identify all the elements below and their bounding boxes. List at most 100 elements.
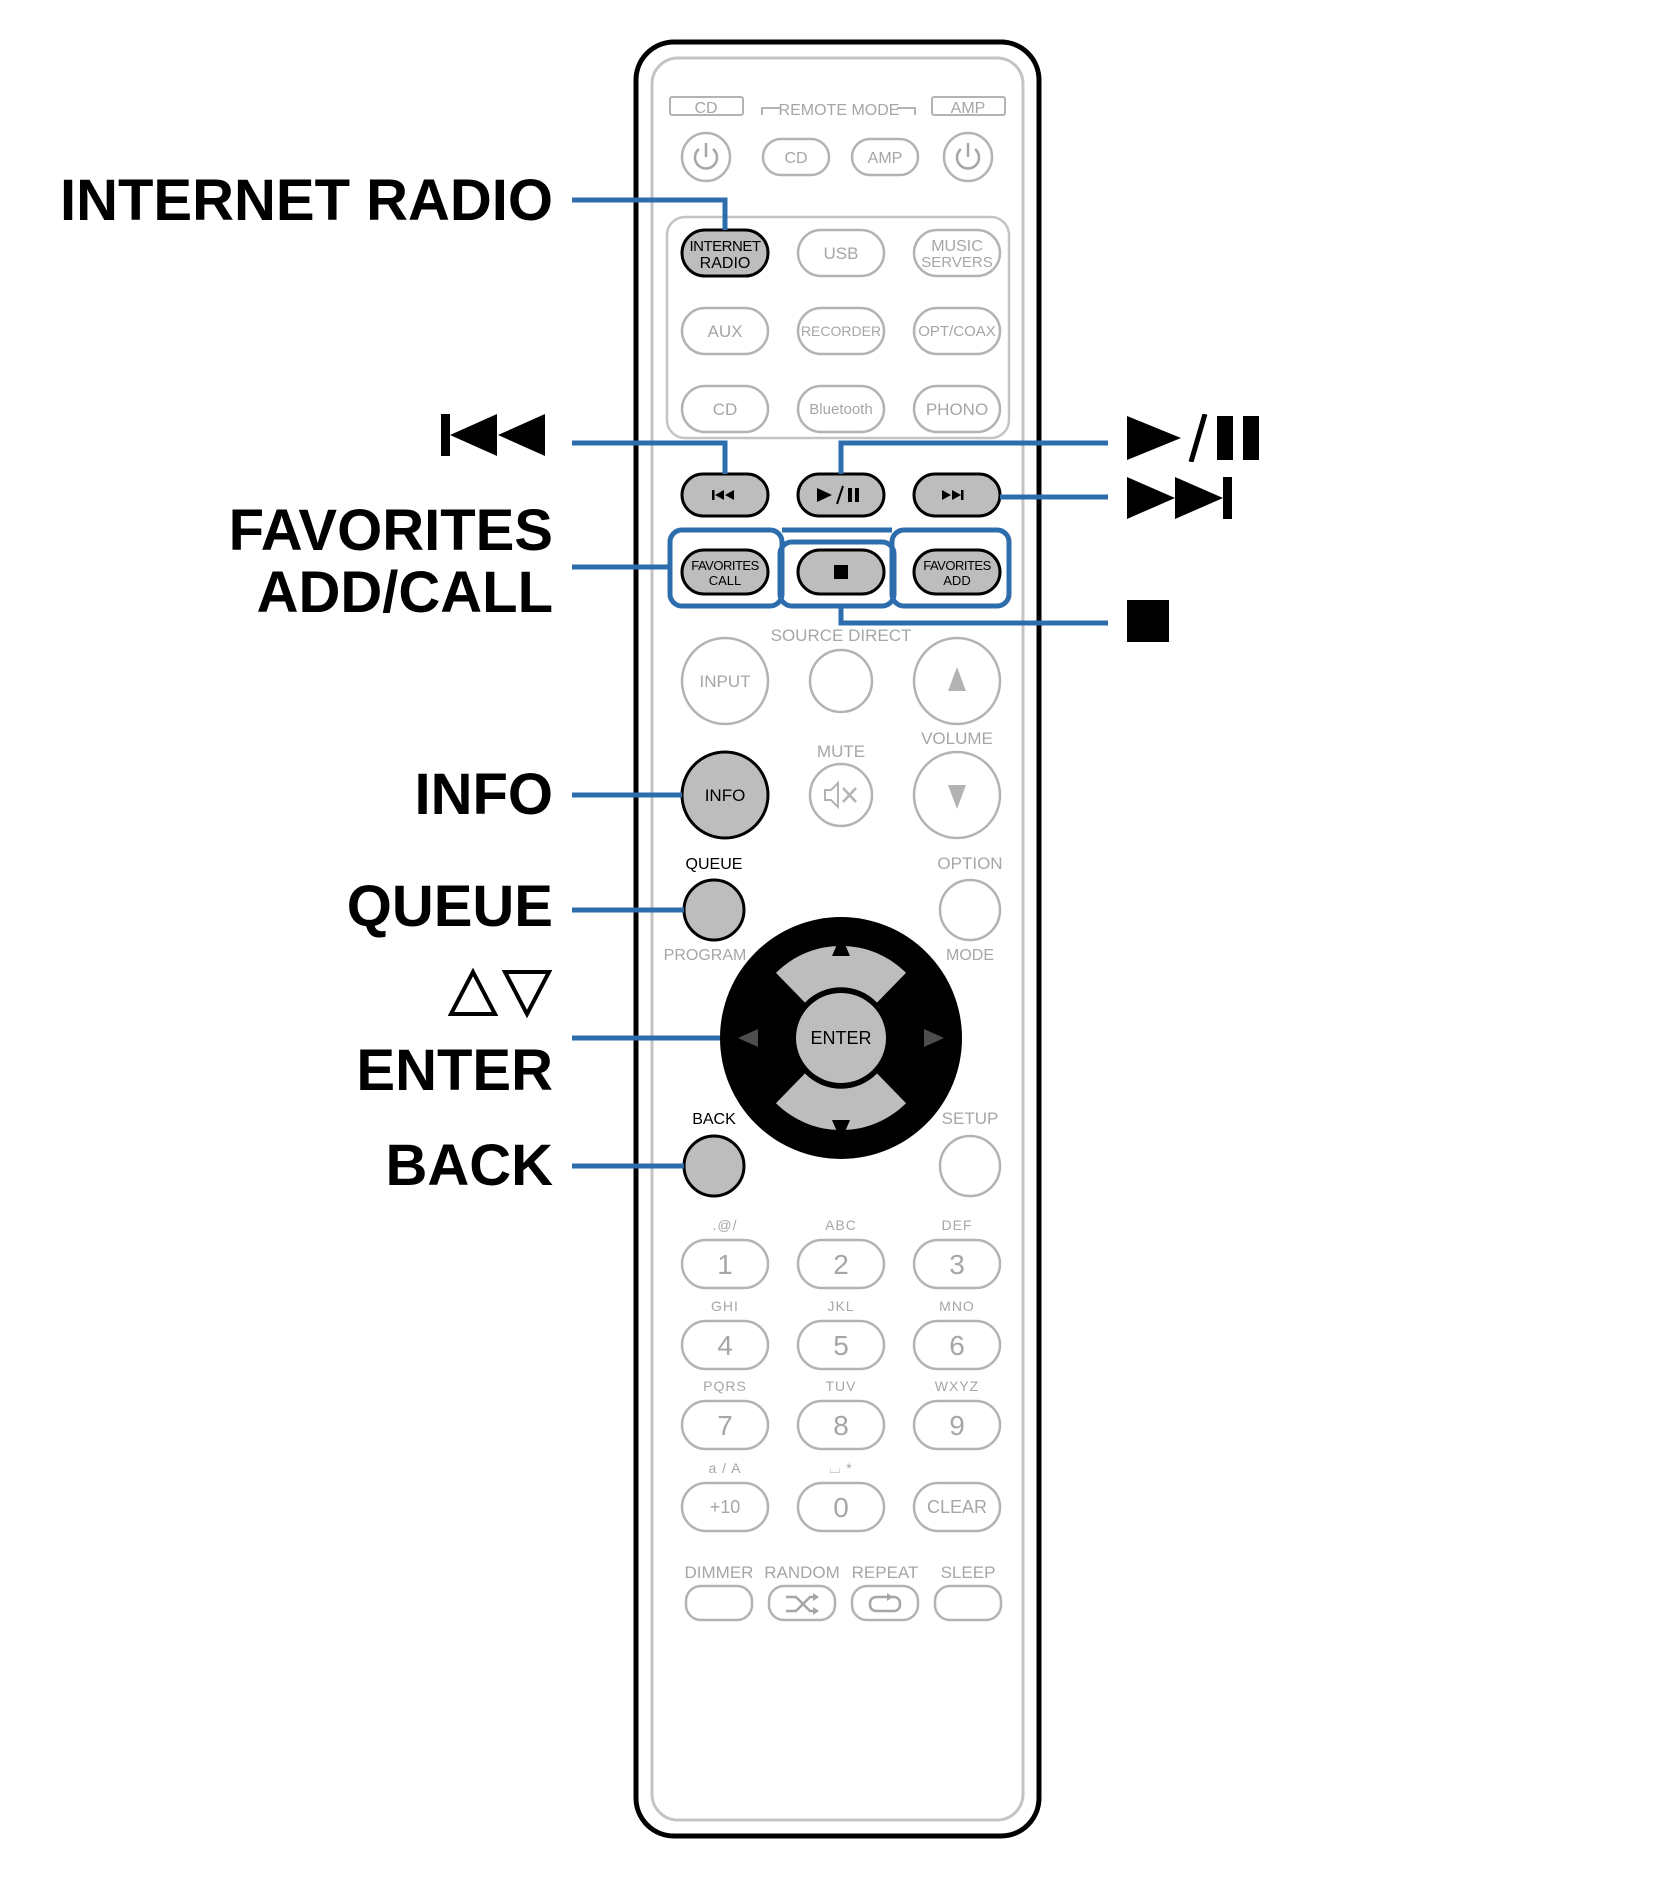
volume-up-icon — [948, 667, 966, 691]
cursor-up-button[interactable] — [775, 945, 907, 1003]
numpad-key-6[interactable]: 6 — [912, 1319, 1002, 1371]
mode-amp-button[interactable]: AMP — [850, 137, 920, 177]
callout-internet-radio: INTERNET RADIO — [60, 168, 553, 233]
queue-button[interactable] — [682, 878, 746, 942]
numpad-digit: CLEAR — [927, 1497, 987, 1517]
up-down-arrows-icon — [447, 968, 553, 1018]
numpad-digit: 1 — [717, 1249, 733, 1280]
numpad-key-5[interactable]: 5 — [796, 1319, 886, 1371]
repeat-button[interactable] — [850, 1584, 920, 1622]
prev-track-icon — [712, 490, 734, 500]
mode-cd-tab — [669, 96, 744, 116]
numpad-digit: 9 — [949, 1410, 965, 1441]
numpad-key-9[interactable]: 9 — [912, 1399, 1002, 1451]
setup-button[interactable] — [938, 1134, 1002, 1198]
dimmer-button[interactable] — [684, 1584, 754, 1622]
numpad-letters: WXYZ — [935, 1378, 979, 1394]
info-button-label: INFO — [705, 786, 746, 805]
volume-up-button[interactable] — [912, 636, 1002, 726]
bluetooth-button[interactable]: Bluetooth — [796, 384, 886, 434]
shuffle-icon — [786, 1593, 819, 1615]
numpad-key-4[interactable]: 4 — [680, 1319, 770, 1371]
random-label: RANDOM — [764, 1563, 840, 1582]
power-amp-button[interactable] — [942, 131, 994, 183]
mode-cd-button-label: CD — [784, 150, 807, 167]
back-button[interactable] — [682, 1134, 746, 1198]
dimmer-label: DIMMER — [685, 1563, 754, 1582]
numpad-digit: 4 — [717, 1330, 733, 1361]
mode-amp-button-label: AMP — [868, 150, 903, 167]
numpad-digit: 6 — [949, 1330, 965, 1361]
input-button[interactable]: INPUT — [680, 636, 770, 726]
option-label: OPTION — [937, 854, 1002, 873]
queue-label: QUEUE — [686, 856, 743, 873]
sleep-button[interactable] — [933, 1584, 1003, 1622]
program-label: PROGRAM — [664, 947, 747, 964]
prev-track-button[interactable] — [680, 472, 770, 518]
music-servers-button[interactable]: MUSIC SERVERS — [912, 228, 1002, 278]
callout-queue: QUEUE — [346, 874, 553, 939]
cd-source-button[interactable]: CD — [680, 384, 770, 434]
callout-prev-track — [441, 412, 553, 458]
mode-label: MODE — [946, 947, 994, 964]
mode-cd-button[interactable]: CD — [761, 137, 831, 177]
numpad-digit: 0 — [833, 1492, 849, 1523]
numpad-letters: a / A — [708, 1460, 741, 1476]
numpad-key-10[interactable]: +10 — [680, 1481, 770, 1533]
cursor-left-button[interactable] — [748, 972, 805, 1104]
volume-down-button[interactable] — [912, 750, 1002, 840]
numpad-key-8[interactable]: 8 — [796, 1399, 886, 1451]
recorder-label: RECORDER — [801, 323, 881, 339]
directional-pad: ENTER — [720, 917, 962, 1159]
favorites-call-button[interactable]: FAVORITES CALL — [680, 548, 770, 596]
usb-button[interactable]: USB — [796, 228, 886, 278]
enter-button[interactable] — [796, 993, 886, 1083]
option-button[interactable] — [938, 878, 1002, 942]
music-servers-label-l1: MUSIC — [931, 238, 983, 255]
mute-button[interactable] — [808, 762, 874, 828]
aux-button[interactable]: AUX — [680, 306, 770, 356]
cursor-right-icon — [924, 1029, 944, 1047]
stop-button[interactable] — [796, 548, 886, 596]
info-button[interactable]: INFO — [680, 750, 770, 840]
callout-up-down — [447, 968, 553, 1018]
numpad-digit: 5 — [833, 1330, 849, 1361]
repeat-label: REPEAT — [852, 1563, 919, 1582]
speaker-mute-icon — [824, 780, 857, 810]
callout-play-pause — [1127, 414, 1265, 462]
numpad-key-12[interactable]: CLEAR — [912, 1481, 1002, 1533]
prev-track-icon — [441, 414, 545, 456]
numpad-letters: MNO — [939, 1298, 975, 1314]
callout-next-track — [1127, 475, 1239, 521]
setup-label: SETUP — [942, 1109, 999, 1128]
cursor-right-button[interactable] — [877, 972, 934, 1104]
aux-label: AUX — [708, 322, 743, 341]
numpad-key-7[interactable]: 7 — [680, 1399, 770, 1451]
enter-button-label: ENTER — [810, 1028, 871, 1048]
recorder-button[interactable]: RECORDER — [796, 306, 886, 356]
random-button[interactable] — [767, 1584, 837, 1622]
opt-coax-button[interactable]: OPT/COAX — [912, 306, 1002, 356]
numpad-key-2[interactable]: 2 — [796, 1238, 886, 1290]
cursor-down-button[interactable] — [775, 1073, 907, 1131]
cursor-down-icon — [832, 1120, 850, 1141]
numpad-key-11[interactable]: 0 — [796, 1481, 886, 1533]
cursor-left-icon — [738, 1029, 758, 1047]
favorites-add-button[interactable]: FAVORITES ADD — [912, 548, 1002, 596]
play-pause-button[interactable] — [796, 472, 886, 518]
power-cd-button[interactable] — [680, 131, 732, 183]
source-direct-button[interactable] — [808, 648, 874, 714]
phono-button[interactable]: PHONO — [912, 384, 1002, 434]
back-label: BACK — [692, 1111, 736, 1128]
numpad-key-1[interactable]: 1 — [680, 1238, 770, 1290]
mode-amp-tab — [931, 96, 1006, 116]
numpad-key-3[interactable]: 3 — [912, 1238, 1002, 1290]
callout-lines — [572, 197, 1108, 1169]
numpad-letters: ⌴ * — [829, 1460, 853, 1476]
play-pause-leader — [838, 440, 1108, 474]
stop-highlight — [777, 539, 897, 609]
internet-radio-button[interactable]: INTERNET RADIO — [680, 228, 770, 278]
next-track-button[interactable] — [912, 472, 1002, 518]
numpad-digit: 2 — [833, 1249, 849, 1280]
numpad-digit: +10 — [710, 1497, 741, 1517]
